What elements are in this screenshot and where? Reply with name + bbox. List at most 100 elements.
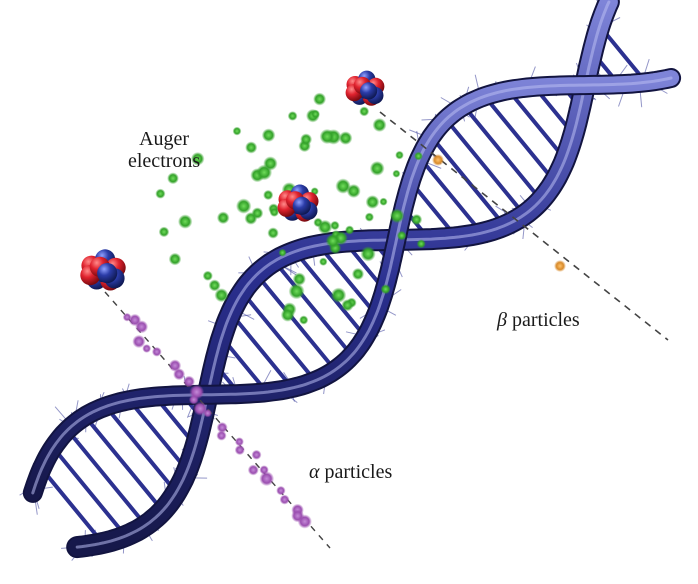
electron-icon (330, 287, 347, 303)
electron-icon (214, 288, 229, 303)
atomic-nucleus-icon (345, 70, 385, 106)
electron-icon (288, 283, 305, 300)
base-pair-rung (272, 259, 354, 358)
electron-icon (251, 207, 264, 220)
nuclei (80, 70, 385, 291)
electron-icon (389, 208, 405, 224)
neutron-icon (292, 196, 311, 215)
neutron-icon (97, 263, 118, 284)
electron-icon (372, 118, 387, 132)
auger-label-line2: electrons (128, 150, 201, 172)
electron-icon (313, 92, 327, 106)
beta-particles-label: β particles (497, 309, 580, 331)
electron-icon (167, 172, 179, 185)
electron-icon (395, 150, 404, 160)
electron-icon (311, 109, 320, 119)
base-pair-rung (127, 398, 190, 473)
electron-icon (263, 189, 274, 201)
beta-particle-icon (554, 260, 566, 272)
electron-icon (345, 225, 355, 235)
electron-icon (280, 308, 295, 322)
base-pair-rung (65, 428, 148, 528)
alpha-particles-label: α particles (309, 461, 392, 483)
alpha-particle-icon (247, 464, 259, 476)
alpha-particle-icon (259, 471, 275, 487)
base-pair-rung (429, 134, 507, 228)
alpha-particle-icon (142, 344, 152, 353)
base-pair-rung (254, 272, 337, 372)
electron-icon (155, 188, 166, 199)
alpha-particle-icon (251, 449, 262, 460)
alpha-particle-icon (234, 444, 245, 456)
base-pair-rung (316, 243, 379, 317)
electron-icon (365, 195, 380, 209)
alpha-particle-icon (276, 485, 286, 496)
alpha-label-text: particles (324, 461, 393, 483)
alpha-particle-icon (132, 334, 146, 349)
alpha-particle-icon (173, 368, 186, 381)
electron-icon (369, 161, 385, 176)
alpha-particle-icon (279, 494, 290, 505)
electron-icon (325, 233, 341, 249)
electron-icon (379, 197, 388, 206)
base-pair-rung (482, 94, 557, 184)
electron-icon (168, 252, 182, 266)
base-pair-rung (506, 88, 568, 162)
electron-icon (256, 164, 273, 181)
base-pair-rung (417, 155, 484, 235)
beta-symbol: β (497, 309, 507, 331)
electron-icon (292, 272, 306, 286)
electron-icon (232, 126, 242, 136)
electron-icon (190, 152, 205, 166)
electron-icon (411, 214, 423, 226)
alpha-particle-icon (135, 320, 149, 334)
base-pair-rung (51, 445, 128, 538)
electron-icon (330, 220, 340, 231)
electron-icon (396, 230, 407, 241)
base-pair-rung (103, 404, 179, 495)
auger-label-line1: Auger (139, 128, 190, 150)
dna-strand-a-highlight (75, 0, 611, 549)
electron-icon (278, 248, 287, 257)
auger-electrons-label: Auger electrons (128, 128, 200, 172)
alpha-particle-icon (151, 346, 162, 357)
electron-icon (359, 106, 370, 117)
beta-label-text: particles (511, 309, 580, 331)
dna-strand-b-highlight (31, 76, 673, 495)
alpha-particle-icon (234, 437, 244, 447)
alpha-particle-icon (183, 375, 196, 388)
electron-icon (392, 169, 401, 178)
electron-icon (178, 214, 193, 229)
electron-icon (267, 227, 279, 239)
atomic-nucleus-icon (277, 184, 319, 222)
electron-icon (202, 270, 213, 281)
electron-icon (300, 133, 313, 146)
electron-icon (380, 284, 391, 295)
beta-track (379, 111, 669, 341)
base-pair-rung (293, 249, 368, 339)
atomic-nucleus-icon (80, 249, 126, 291)
base-pair-rung (228, 311, 295, 390)
electron-icon (414, 151, 423, 161)
electron-icon (208, 279, 221, 292)
neutron-icon (360, 82, 378, 100)
electron-icon (236, 198, 252, 214)
auger-electron-cloud (155, 92, 426, 325)
base-pair-rung (83, 414, 165, 513)
electron-icon (341, 299, 354, 312)
alpha-track (104, 291, 331, 549)
electron-icon (338, 131, 353, 145)
base-pair-rung (39, 466, 105, 545)
alpha-particle-icon (188, 394, 199, 405)
electron-icon (261, 128, 276, 142)
electron-icon (269, 207, 279, 217)
alpha-particle-icon (297, 514, 312, 529)
alpha-particle-icon (216, 430, 227, 441)
electron-icon (216, 211, 230, 225)
base-pair-rung (240, 290, 318, 383)
alpha-symbol: α (309, 461, 320, 483)
alpha-track-line (104, 291, 331, 549)
beta-track-line (379, 111, 669, 341)
electron-icon (360, 246, 376, 262)
